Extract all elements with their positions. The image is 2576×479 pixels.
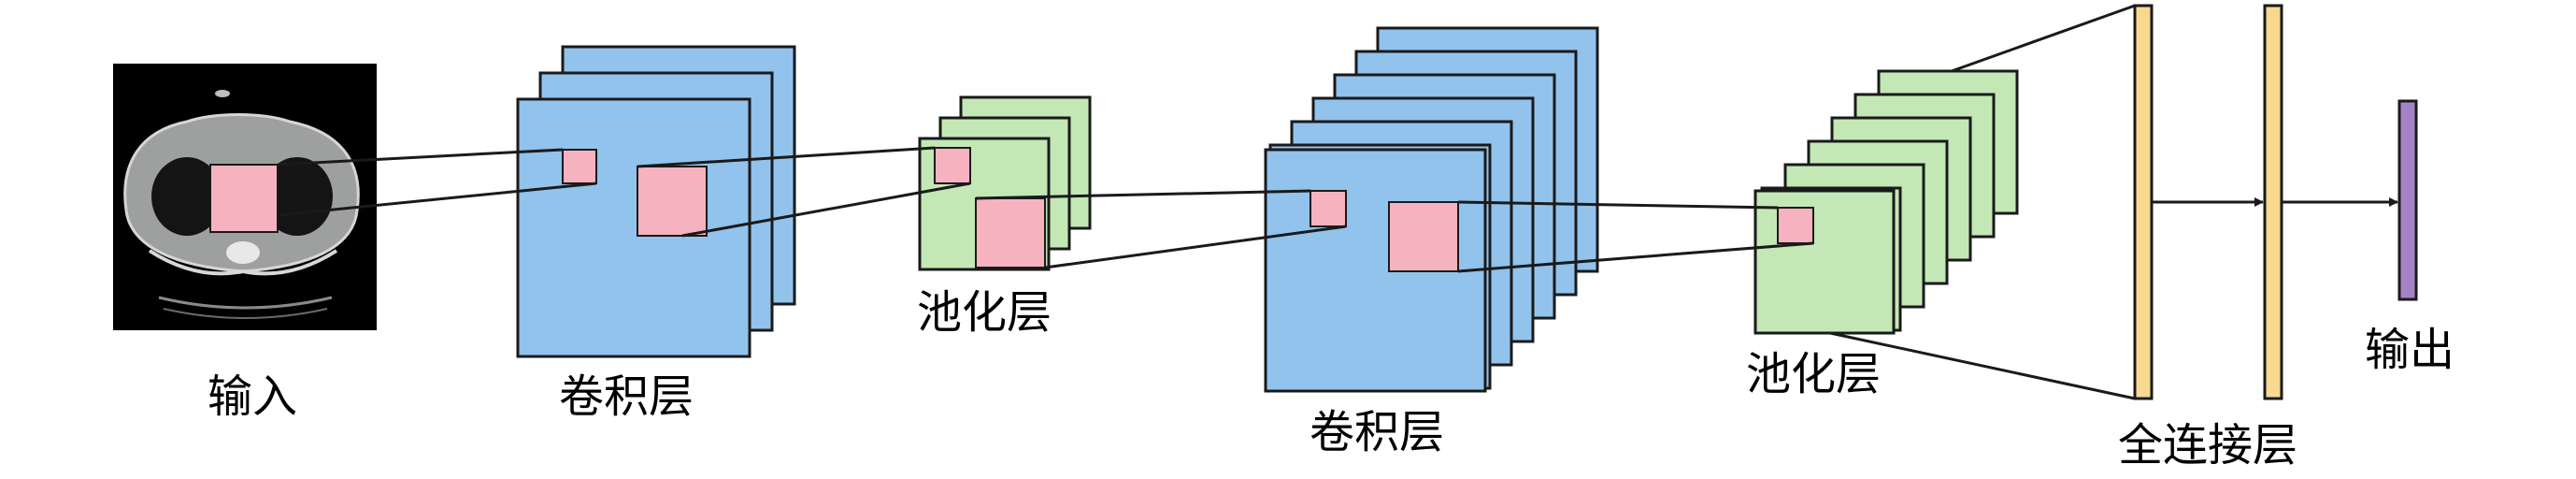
connector-conv2-pool2-bottom <box>1457 241 1814 273</box>
pool1-label: 池化层 <box>917 286 1052 339</box>
pool2-map-1 <box>1753 189 1896 335</box>
pool2-label: 池化层 <box>1746 348 1881 400</box>
ct-scan-input-image <box>113 64 377 330</box>
connector-pool1-conv2-bottom <box>1044 225 1347 269</box>
conv1-receptive-cell <box>562 149 597 184</box>
ct-left-lung <box>151 157 222 236</box>
conv2-stack <box>1264 26 1599 393</box>
pool2-receptive-cell <box>1777 207 1814 244</box>
connector-pool2-fc-bottom <box>1829 331 2136 400</box>
connector-conv1-pool1-top <box>637 146 936 168</box>
input-kernel <box>209 164 279 233</box>
output-layer <box>2397 99 2418 301</box>
conv2-label: 卷积层 <box>1309 406 1444 458</box>
ct-marker <box>215 90 230 97</box>
output-label: 输出 <box>2365 324 2454 376</box>
pool1-kernel <box>975 197 1046 269</box>
ct-ribs <box>148 249 338 276</box>
conv2-kernel <box>1388 201 1459 272</box>
conv1-map-1 <box>516 97 751 358</box>
connector-input-conv1-bottom <box>277 181 597 217</box>
pool1-stack <box>918 95 1092 271</box>
conv1-kernel <box>637 166 708 237</box>
connector-pool1-conv2-top <box>975 189 1311 200</box>
ct-table-line-2 <box>163 308 328 319</box>
ct-table-line <box>158 296 333 310</box>
conv2-receptive-cell <box>1309 190 1347 227</box>
pool1-receptive-cell <box>934 147 971 184</box>
connector-conv1-pool1-bottom <box>681 181 971 238</box>
connector-input-conv1-top <box>277 148 564 167</box>
ct-spine <box>226 241 260 264</box>
fc-layer-2 <box>2263 4 2283 400</box>
input-label: 输入 <box>208 370 297 423</box>
connector-pool2-fc-top <box>1951 4 2136 73</box>
conv1-stack <box>516 45 796 358</box>
conv1-label: 卷积层 <box>559 370 694 423</box>
connector-conv2-pool2-top <box>1457 200 1779 210</box>
fc-layer-1 <box>2133 4 2154 400</box>
pool2-stack <box>1753 69 2019 335</box>
connection-lines <box>277 4 2136 400</box>
fc-label: 全连接层 <box>2118 419 2297 472</box>
